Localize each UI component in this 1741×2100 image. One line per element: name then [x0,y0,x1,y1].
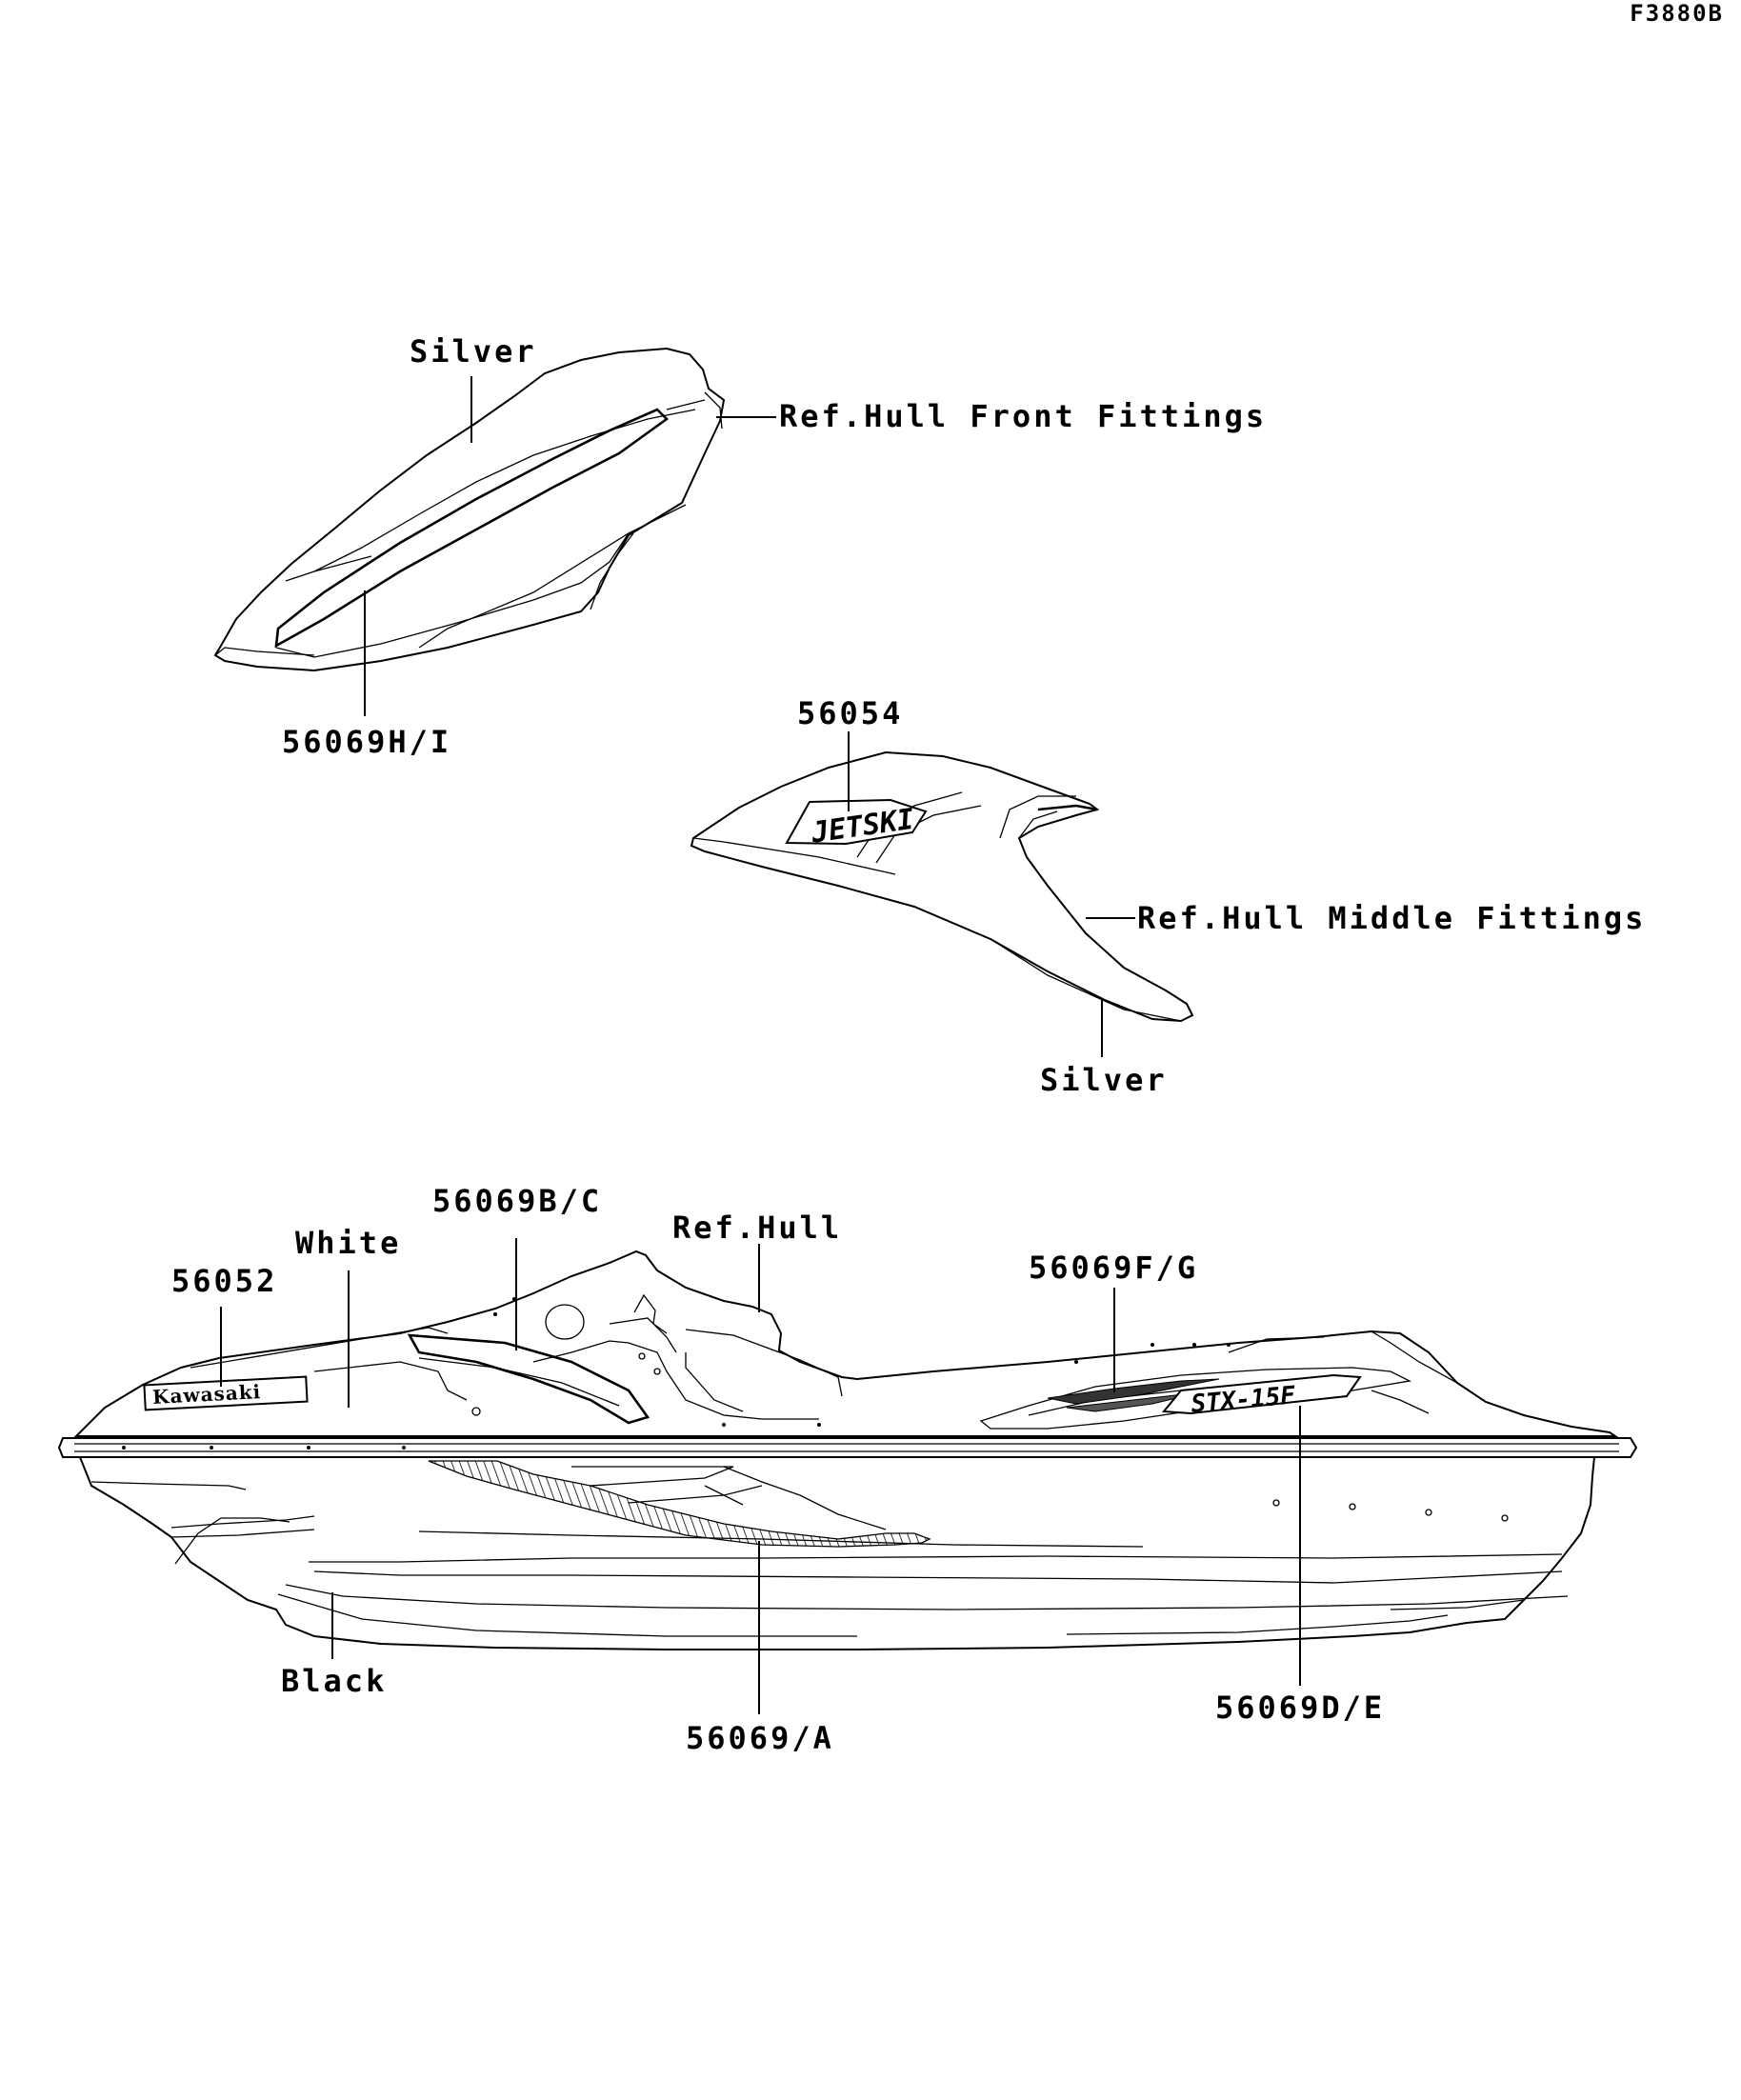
hull-white-label: White [295,1225,401,1261]
middle-fitting-panel: JETSKI [690,750,1194,1023]
hull-ref-label: Ref.Hull [672,1210,842,1246]
front-ref-label: Ref.Hull Front Fittings [779,398,1267,434]
hull-part-a-label: 56069/A [686,1720,834,1756]
middle-part-label: 56054 [797,695,903,731]
front-color-label: Silver [410,333,537,370]
hull-part-fg-label: 56069F/G [1029,1250,1198,1286]
front-part-label: 56069H/I [282,724,451,760]
middle-color-label: Silver [1040,1062,1168,1098]
front-fitting-panel [213,347,726,672]
hull-part-bc-label: 56069B/C [432,1183,602,1219]
middle-ref-label: Ref.Hull Middle Fittings [1137,900,1646,936]
brand-logo-text: Kawasaki [151,1380,261,1409]
hull-black-label: Black [281,1663,387,1699]
diagram-id: F3880B [1630,0,1724,27]
hull-part-de-label: 56069D/E [1215,1690,1385,1726]
hull-body: STX-15F Kawasaki [57,1250,1638,1650]
hull-part-52-label: 56052 [171,1263,277,1299]
